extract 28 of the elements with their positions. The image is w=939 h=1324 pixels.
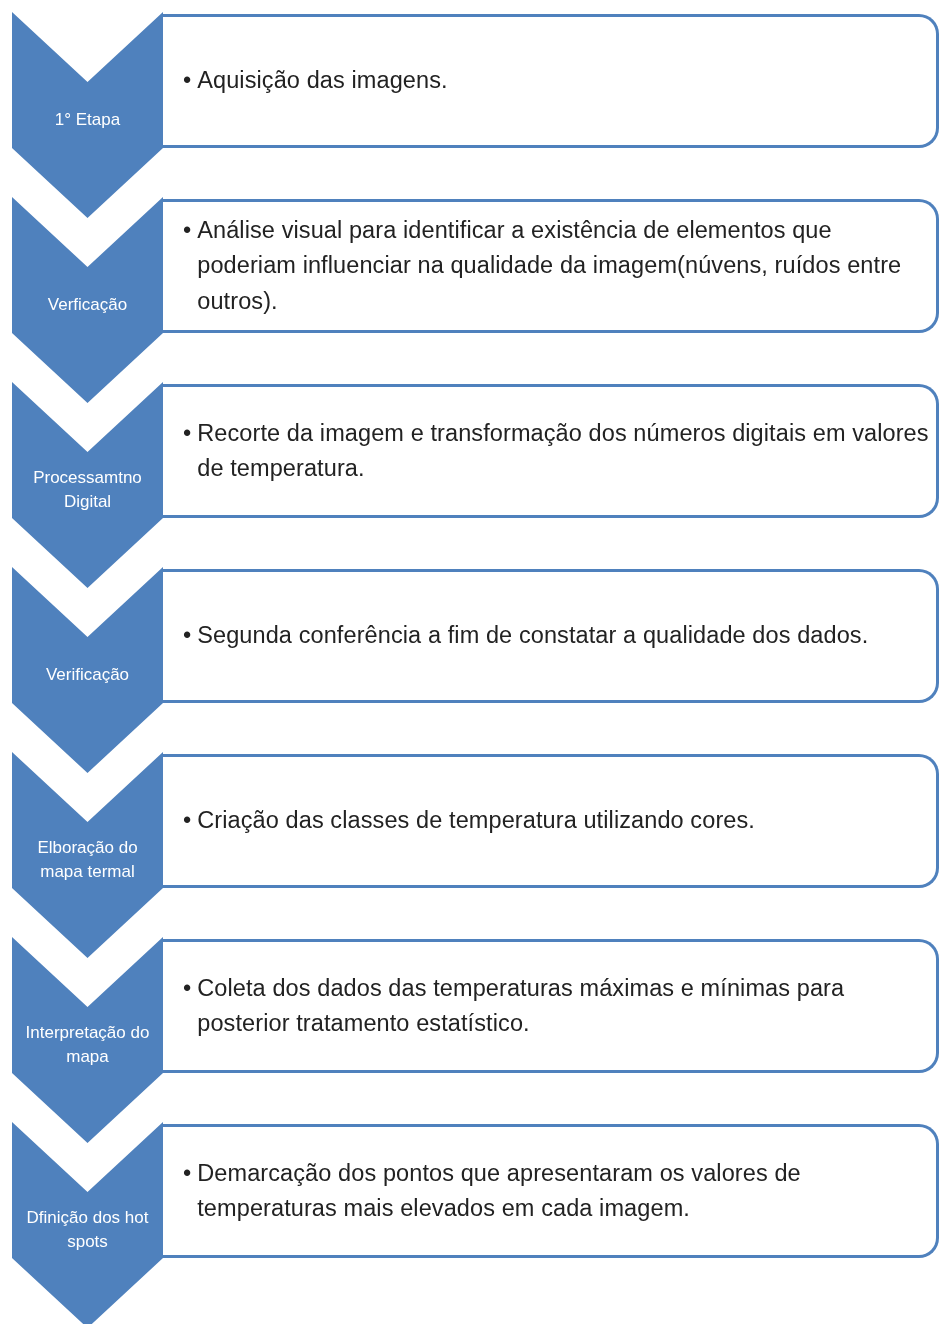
step-description: Demarcação dos pontos que apresentaram os valores de temperaturas mais elevados em cada imagem. xyxy=(197,1158,802,1223)
step-description: Recorte da imagem e transformação dos números digitais em valores de temperatura. xyxy=(197,418,930,483)
step-label: Verficação xyxy=(46,294,129,317)
bullet: • xyxy=(183,66,192,96)
step-description: Análise visual para identificar a existência de elementos que poderiam influenciar na qualidade da imagem(núvens, ruídos entre outros). xyxy=(197,216,903,316)
step-description: Coleta dos dados das temperaturas máximas e mínimas para posterior tratamento estatístico. xyxy=(197,973,846,1038)
step-box xyxy=(163,754,939,888)
step-label: Elboração do mapa termal xyxy=(36,837,139,883)
step-label: Verificação xyxy=(44,664,131,687)
step-label: Processamtno Digital xyxy=(32,467,143,513)
bullet: • xyxy=(183,806,192,836)
step-box xyxy=(163,14,939,148)
bullet: • xyxy=(183,1158,192,1188)
bullet: • xyxy=(183,621,192,651)
step-box xyxy=(163,569,939,703)
step-label: 1° Etapa xyxy=(53,109,122,132)
step-box xyxy=(163,939,939,1073)
step-box xyxy=(163,384,939,518)
bullet: • xyxy=(183,418,192,448)
step-label: Interpretação do mapa xyxy=(24,1022,151,1068)
step-description: Criação das classes de temperatura utilizando cores. xyxy=(197,806,755,836)
step-label: Dfinição dos hot spots xyxy=(25,1207,150,1253)
step-box xyxy=(163,199,939,333)
step-description: Segunda conferência a fim de constatar a qualidade dos dados. xyxy=(197,621,869,651)
step-box xyxy=(163,1124,939,1258)
bullet: • xyxy=(183,973,192,1003)
step-description: Aquisição das imagens. xyxy=(197,66,448,96)
bullet: • xyxy=(183,216,192,246)
